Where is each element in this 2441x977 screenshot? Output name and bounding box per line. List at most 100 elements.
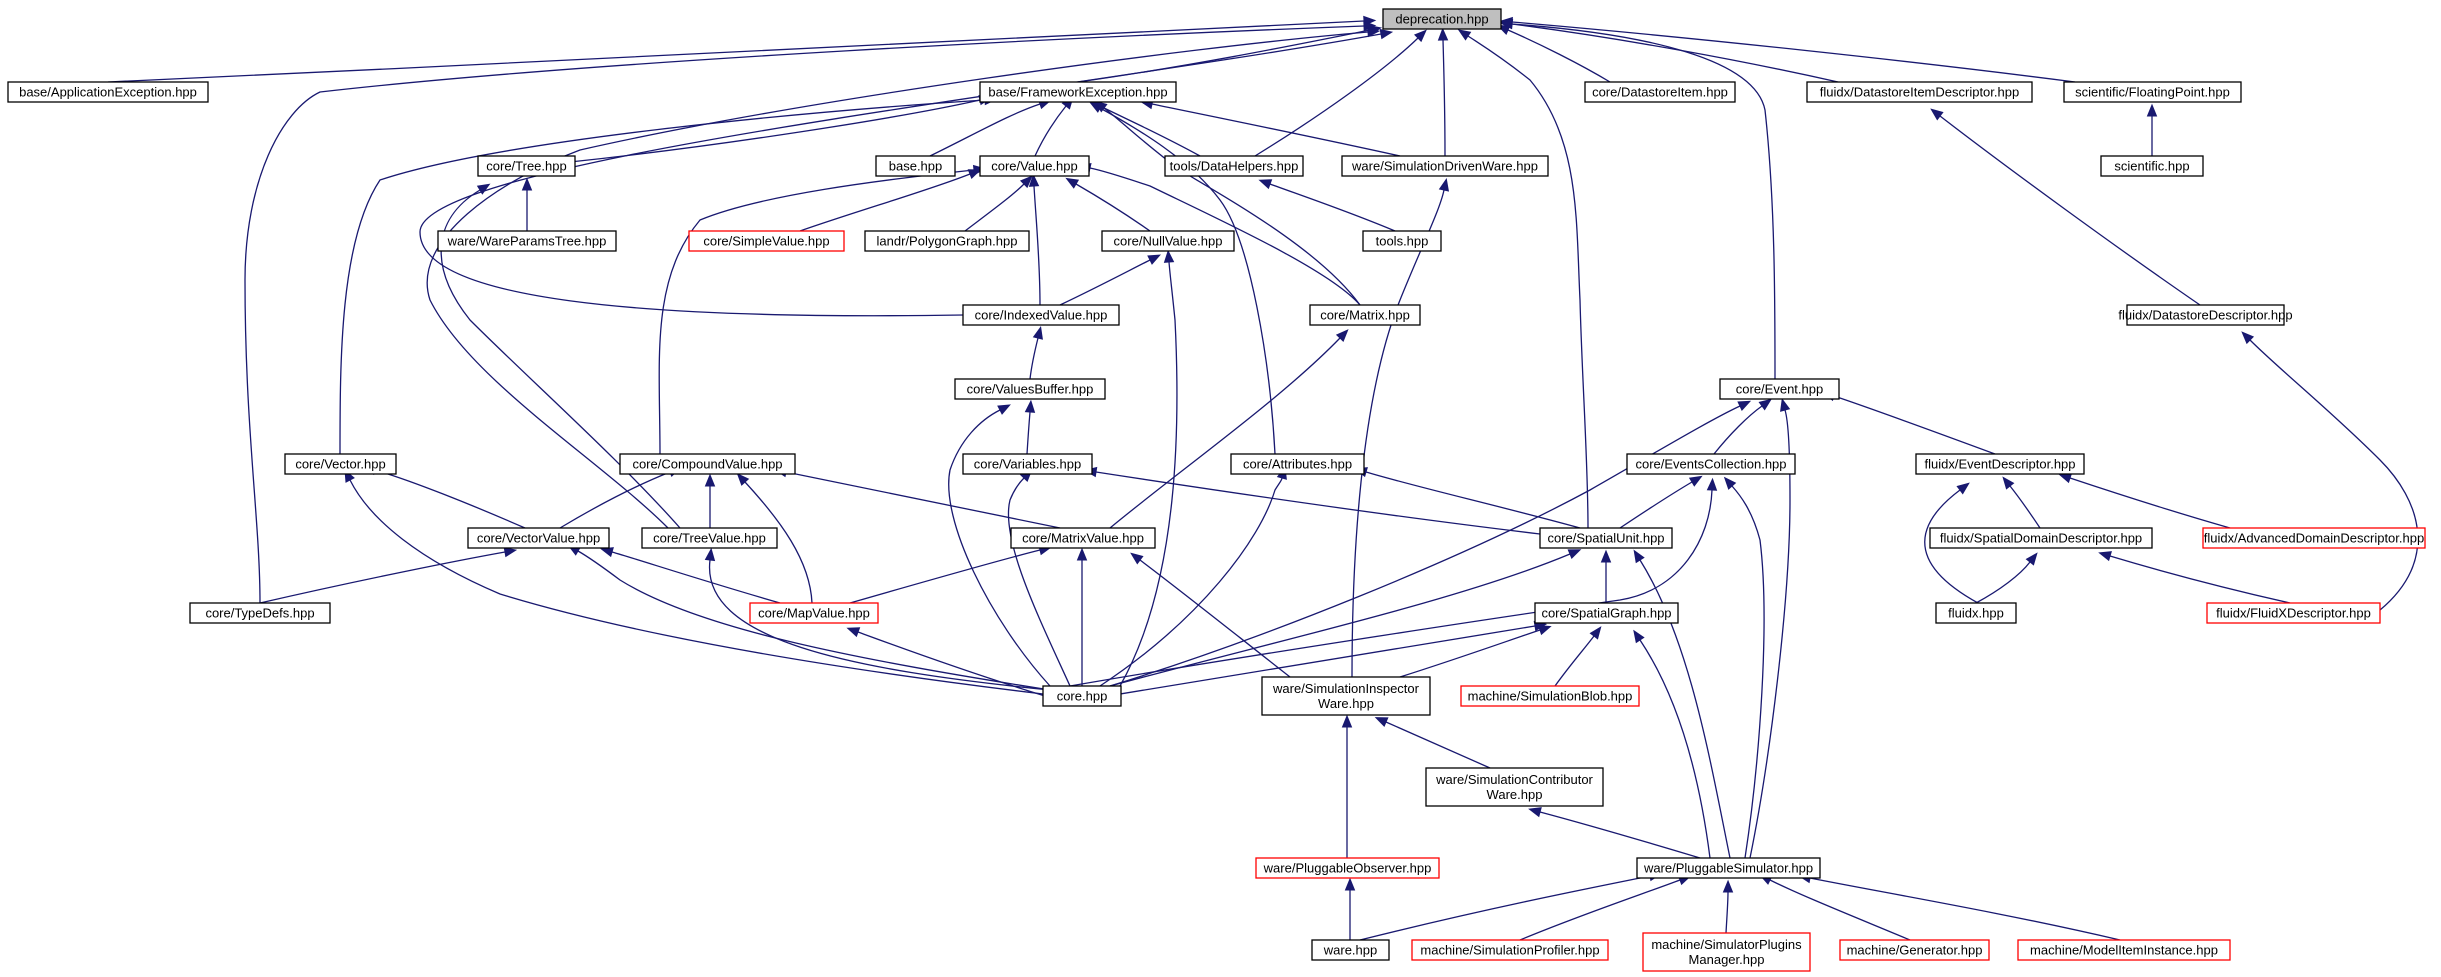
node-simplevalue[interactable]: core/SimpleValue.hpp <box>688 230 845 252</box>
node-vectorvalue[interactable]: core/VectorValue.hpp <box>467 527 610 549</box>
node-box[interactable] <box>1411 939 1609 961</box>
node-deprecation[interactable]: deprecation.hpp <box>1382 8 1502 30</box>
node-box[interactable] <box>962 453 1093 475</box>
node-box[interactable] <box>1255 857 1440 879</box>
node-box[interactable] <box>1839 939 1990 961</box>
node-fluidx[interactable]: fluidx.hpp <box>1935 602 2017 624</box>
node-box[interactable] <box>1642 932 1811 972</box>
node-matrix[interactable]: core/Matrix.hpp <box>1309 304 1421 326</box>
node-box[interactable] <box>1164 155 1304 177</box>
node-floatpt[interactable]: scientific/FloatingPoint.hpp <box>2063 81 2242 103</box>
node-box[interactable] <box>1636 857 1821 879</box>
node-box[interactable] <box>1929 527 2153 549</box>
node-vector[interactable]: core/Vector.hpp <box>284 453 397 475</box>
node-box[interactable] <box>875 155 956 177</box>
node-dsdesc[interactable]: fluidx/DatastoreDescriptor.hpp <box>2118 304 2293 326</box>
node-box[interactable] <box>2206 602 2381 624</box>
node-attributes[interactable]: core/Attributes.hpp <box>1230 453 1365 475</box>
node-compound[interactable]: core/CompoundValue.hpp <box>619 453 796 475</box>
node-tools[interactable]: tools.hpp <box>1362 230 1442 252</box>
node-simblob[interactable]: machine/SimulationBlob.hpp <box>1460 685 1640 707</box>
node-indexed[interactable]: core/IndexedValue.hpp <box>962 304 1120 326</box>
node-ware[interactable]: ware.hpp <box>1311 939 1390 961</box>
node-base[interactable]: base.hpp <box>875 155 956 177</box>
node-box[interactable] <box>1382 8 1502 30</box>
node-box[interactable] <box>2017 939 2231 961</box>
node-box[interactable] <box>962 304 1120 326</box>
node-box[interactable] <box>1230 453 1365 475</box>
node-box[interactable] <box>1010 527 1156 549</box>
node-box[interactable] <box>1425 767 1604 807</box>
node-box[interactable] <box>189 602 331 624</box>
node-spatialdomdesc[interactable]: fluidx/SpatialDomainDescriptor.hpp <box>1929 527 2153 549</box>
node-generator[interactable]: machine/Generator.hpp <box>1839 939 1990 961</box>
node-valuesbuf[interactable]: core/ValuesBuffer.hpp <box>954 378 1106 400</box>
node-box[interactable] <box>979 155 1090 177</box>
node-box[interactable] <box>1341 155 1549 177</box>
node-box[interactable] <box>1915 453 2085 475</box>
node-box[interactable] <box>7 81 209 103</box>
node-eventdesc[interactable]: fluidx/EventDescriptor.hpp <box>1915 453 2085 475</box>
node-fluidxdesc[interactable]: fluidx/FluidXDescriptor.hpp <box>2206 602 2381 624</box>
node-box[interactable] <box>979 81 1177 103</box>
node-box[interactable] <box>1362 230 1442 252</box>
node-box[interactable] <box>1101 230 1235 252</box>
node-variables[interactable]: core/Variables.hpp <box>962 453 1093 475</box>
node-box[interactable] <box>1309 304 1421 326</box>
node-box[interactable] <box>1935 602 2017 624</box>
node-simdriven[interactable]: ware/SimulationDrivenWare.hpp <box>1341 155 1549 177</box>
node-spatialunit[interactable]: core/SpatialUnit.hpp <box>1539 527 1673 549</box>
node-box[interactable] <box>1584 81 1736 103</box>
node-box[interactable] <box>1626 453 1796 475</box>
node-box[interactable] <box>2126 304 2285 326</box>
node-event[interactable]: core/Event.hpp <box>1719 378 1840 400</box>
node-appexc[interactable]: base/ApplicationException.hpp <box>7 81 209 103</box>
node-spatialgraph[interactable]: core/SpatialGraph.hpp <box>1534 602 1679 624</box>
node-nullvalue[interactable]: core/NullValue.hpp <box>1101 230 1235 252</box>
node-datahelpers[interactable]: tools/DataHelpers.hpp <box>1164 155 1304 177</box>
node-typedefs[interactable]: core/TypeDefs.hpp <box>189 602 331 624</box>
node-box[interactable] <box>2202 527 2426 549</box>
node-plugobserver[interactable]: ware/PluggableObserver.hpp <box>1255 857 1440 879</box>
node-box[interactable] <box>1806 81 2033 103</box>
node-simprofiler[interactable]: machine/SimulationProfiler.hpp <box>1411 939 1609 961</box>
node-core[interactable]: core.hpp <box>1042 685 1122 707</box>
node-box[interactable] <box>467 527 610 549</box>
node-polygon[interactable]: landr/PolygonGraph.hpp <box>864 230 1030 252</box>
node-box[interactable] <box>2100 155 2204 177</box>
node-box[interactable] <box>619 453 796 475</box>
node-mapvalue[interactable]: core/MapValue.hpp <box>749 602 879 624</box>
node-box[interactable] <box>1311 939 1390 961</box>
node-tree[interactable]: core/Tree.hpp <box>477 155 576 177</box>
node-box[interactable] <box>1719 378 1840 400</box>
node-value[interactable]: core/Value.hpp <box>979 155 1090 177</box>
node-scientific[interactable]: scientific.hpp <box>2100 155 2204 177</box>
node-box[interactable] <box>1539 527 1673 549</box>
node-advdomdesc[interactable]: fluidx/AdvancedDomainDescriptor.hpp <box>2202 527 2426 549</box>
node-plugsim[interactable]: ware/PluggableSimulator.hpp <box>1636 857 1821 879</box>
node-box[interactable] <box>437 230 617 252</box>
node-box[interactable] <box>864 230 1030 252</box>
node-box[interactable] <box>284 453 397 475</box>
node-box[interactable] <box>688 230 845 252</box>
node-fwexc[interactable]: base/FrameworkException.hpp <box>979 81 1177 103</box>
node-box[interactable] <box>1261 676 1431 716</box>
node-dsitem[interactable]: core/DatastoreItem.hpp <box>1584 81 1736 103</box>
node-box[interactable] <box>2063 81 2242 103</box>
node-eventscoll[interactable]: core/EventsCollection.hpp <box>1626 453 1796 475</box>
node-box[interactable] <box>1460 685 1640 707</box>
node-box[interactable] <box>1042 685 1122 707</box>
node-box[interactable] <box>954 378 1106 400</box>
node-matrixvalue[interactable]: core/MatrixValue.hpp <box>1010 527 1156 549</box>
node-treevalue[interactable]: core/TreeValue.hpp <box>641 527 778 549</box>
node-modelitem[interactable]: machine/ModelItemInstance.hpp <box>2017 939 2231 961</box>
node-box[interactable] <box>1534 602 1679 624</box>
node-box[interactable] <box>477 155 576 177</box>
node-wareparams[interactable]: ware/WareParamsTree.hpp <box>437 230 617 252</box>
node-box[interactable] <box>749 602 879 624</box>
node-box[interactable] <box>641 527 778 549</box>
node-dsitemdesc[interactable]: fluidx/DatastoreItemDescriptor.hpp <box>1806 81 2033 103</box>
